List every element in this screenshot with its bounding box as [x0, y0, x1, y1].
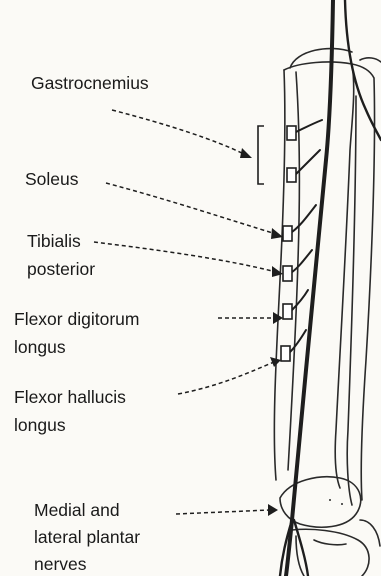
- leader-soleus: [106, 183, 276, 234]
- leader-tibialis: [94, 242, 276, 272]
- gastrocnemius-branch-upper: [287, 126, 296, 140]
- label-soleus: Soleus: [25, 166, 79, 192]
- label-fhl-line1: Flexor hallucis: [14, 384, 126, 410]
- peroneal-nerve: [345, 0, 381, 140]
- label-tibialis-line1: Tibialis: [27, 228, 81, 254]
- label-fdl-line1: Flexor digitorum: [14, 306, 139, 332]
- label-plantar-line3: nerves: [34, 551, 87, 576]
- tibial-nerve: [286, 0, 333, 576]
- label-fdl-line2: longus: [14, 334, 66, 360]
- label-plantar-line1: Medial and: [34, 497, 120, 523]
- label-gastrocnemius: Gastrocnemius: [31, 70, 149, 96]
- tibialis-branch: [283, 266, 292, 281]
- leader-gastrocnemius: [112, 110, 244, 154]
- fdl-branch: [283, 304, 292, 319]
- leader-plantar: [176, 510, 270, 514]
- leader-fhl: [178, 362, 274, 394]
- soleus-branch: [283, 226, 292, 241]
- fhl-branch: [281, 346, 290, 361]
- label-plantar-line2: lateral plantar: [34, 524, 140, 550]
- label-fhl-line2: longus: [14, 412, 66, 438]
- label-tibialis-line2: posterior: [27, 256, 95, 282]
- gastrocnemius-branch-lower: [287, 168, 296, 182]
- fibula-inner-edge: [347, 96, 356, 505]
- gastrocnemius-bracket: [258, 126, 264, 184]
